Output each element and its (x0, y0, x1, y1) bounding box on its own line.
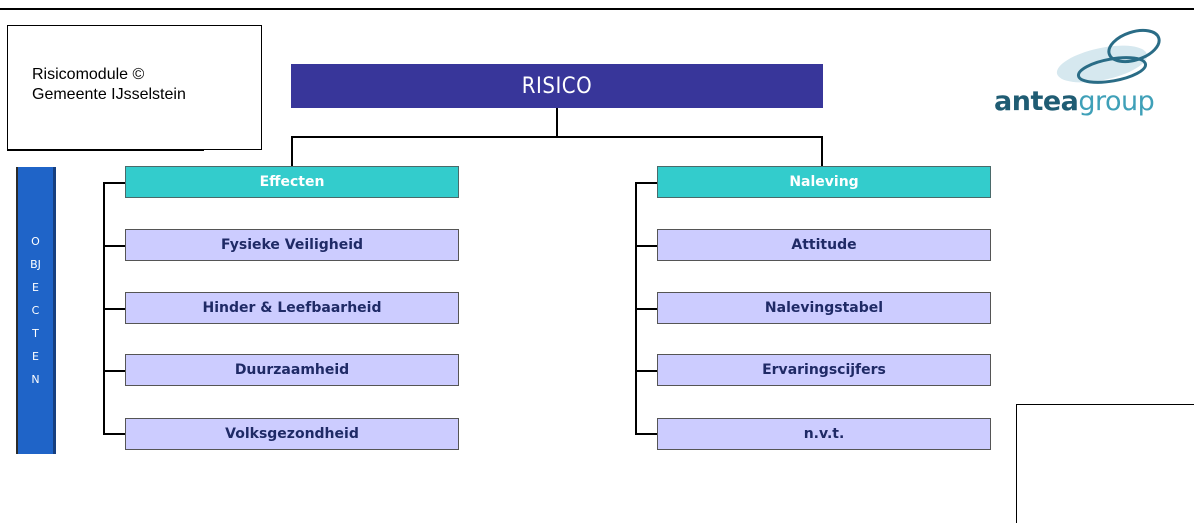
info-line-1: Risicomodule © (32, 66, 145, 83)
item-label: Volksgezondheid (225, 426, 359, 442)
naleving-category-box: Naleving (657, 166, 991, 198)
item-label: Hinder & Leefbaarheid (202, 300, 382, 316)
left-connector-item (103, 433, 125, 435)
root-connector-down (556, 108, 558, 137)
left-connector-item (103, 370, 125, 372)
right-connector-item (635, 370, 657, 372)
item-label: Ervaringscijfers (762, 362, 886, 378)
effecten-item-duurzaamheid: Duurzaamheid (125, 354, 459, 386)
info-line-2: Gemeente IJsselstein (32, 86, 186, 103)
root-connector-right (821, 136, 823, 166)
logo-swirl-icon (1056, 28, 1161, 84)
right-connector-item (635, 433, 657, 435)
logo-wordmark-part1: antea (994, 86, 1079, 117)
item-label: Duurzaamheid (234, 362, 350, 378)
right-connector-item (635, 308, 657, 310)
top-rule (0, 8, 1194, 10)
effecten-item-hinder-leefbaarheid: Hinder & Leefbaarheid (125, 292, 459, 324)
effecten-category-box: Effecten (125, 166, 459, 198)
item-label: Nalevingstabel (764, 300, 884, 316)
root-connector-left (291, 136, 293, 166)
naleving-item-attitude: Attitude (657, 229, 991, 261)
objecten-label: OBJECTEN (30, 235, 41, 386)
naleving-item-ervaringscijfers: Ervaringscijfers (657, 354, 991, 386)
naleving-category-label: Naleving (789, 174, 859, 190)
effecten-item-volksgezondheid: Volksgezondheid (125, 418, 459, 450)
info-underline (7, 150, 204, 151)
left-connector-item (103, 308, 125, 310)
left-connector-item (103, 245, 125, 247)
naleving-item-nvt: n.v.t. (657, 418, 991, 450)
logo-wordmark-part2: group (1078, 86, 1155, 117)
effecten-item-fysieke-veiligheid: Fysieke Veiligheid (125, 229, 459, 261)
info-box: Risicomodule © Gemeente IJsselstein (7, 25, 262, 150)
item-label: Attitude (791, 237, 857, 253)
naleving-item-nalevingstabel: Nalevingstabel (657, 292, 991, 324)
left-connector-category (103, 182, 125, 184)
right-connector-item (635, 245, 657, 247)
item-label: Fysieke Veiligheid (220, 237, 364, 253)
item-label: n.v.t. (803, 426, 845, 442)
empty-corner-box (1016, 404, 1194, 523)
right-connector-category (635, 182, 657, 184)
risico-root-box: RISICO (291, 64, 823, 108)
objecten-side-bar: OBJECTEN (16, 167, 56, 454)
effecten-category-label: Effecten (259, 174, 325, 190)
root-connector-horizontal (291, 136, 823, 138)
antea-group-logo: anteagroup (994, 24, 1184, 119)
logo-wordmark: anteagroup (994, 86, 1155, 117)
risico-root-label: RISICO (521, 73, 593, 99)
